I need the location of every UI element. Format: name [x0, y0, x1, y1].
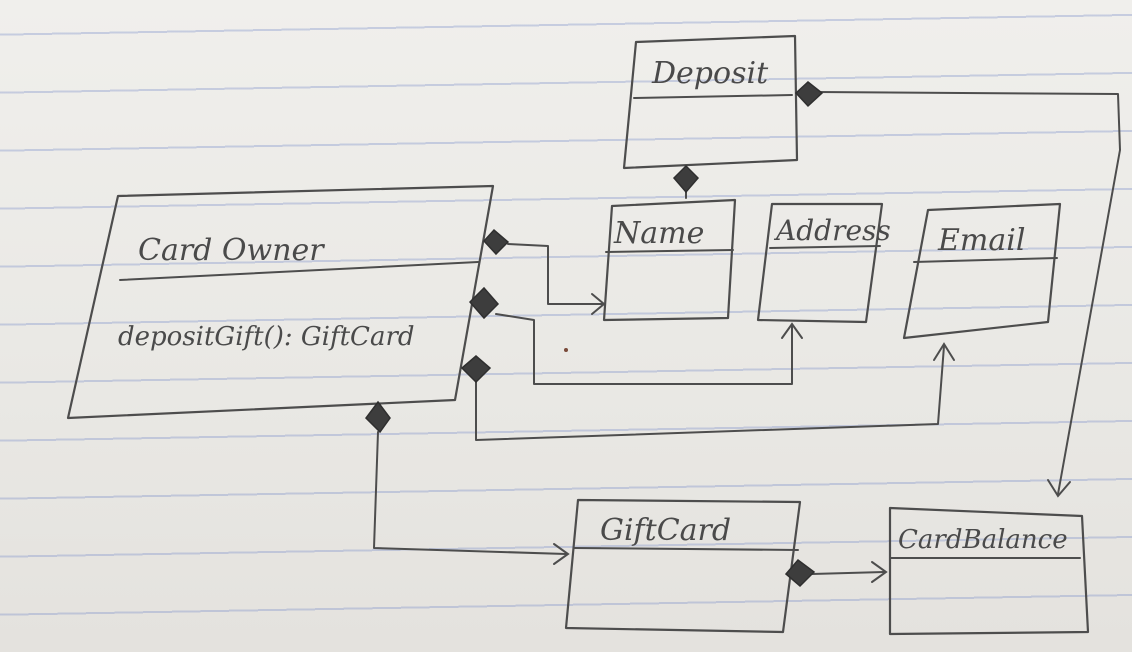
class-card-balance-box: [888, 506, 1090, 636]
connector-gift-card-card-balance: [811, 571, 885, 575]
connector-card-owner-address: [495, 313, 793, 385]
class-deposit: Deposit: [622, 34, 799, 170]
composition-diamond-card-owner-gift-card: [365, 400, 391, 434]
class-deposit-box: [622, 34, 799, 170]
class-gift-card-divider: [573, 547, 799, 551]
class-address: Address: [756, 202, 891, 324]
composition-diamond-deposit-name: [672, 164, 700, 194]
class-card-balance-name: CardBalance: [898, 525, 1068, 555]
arrowhead-name: [591, 293, 606, 315]
class-name-name: Name: [613, 216, 704, 251]
class-name-divider: [605, 249, 734, 253]
class-gift-card: GiftCard: [564, 498, 802, 634]
connector-deposit-card-balance: [815, 91, 1121, 495]
arrowhead-card-balance-top: [1047, 479, 1071, 498]
composition-diamond-gift-card-card-balance: [784, 558, 816, 588]
class-card-balance: CardBalance: [888, 506, 1090, 636]
class-card-owner-box: [66, 184, 495, 420]
class-email-divider: [913, 257, 1058, 263]
composition-diamond-card-owner-email: [460, 355, 492, 384]
composition-diamond-deposit-card-balance: [794, 81, 824, 108]
pencil-dot: [564, 348, 568, 352]
class-card-owner-divider: [119, 261, 479, 281]
composition-diamond-card-owner-address: [468, 286, 500, 320]
class-name: Name: [602, 198, 737, 322]
arrowhead-gift-card: [553, 543, 570, 565]
arrowhead-card-balance: [871, 561, 888, 583]
class-email: Email: [902, 202, 1062, 340]
class-card-owner: Card Owner depositGift(): GiftCard: [66, 184, 495, 420]
arrowhead-address: [781, 322, 803, 339]
class-deposit-divider: [633, 94, 793, 99]
composition-diamond-card-owner-name: [482, 228, 510, 256]
class-name-box: [602, 198, 737, 322]
class-email-name: Email: [937, 223, 1025, 258]
class-address-divider: [769, 245, 881, 249]
arrowhead-email: [933, 342, 955, 361]
class-card-owner-method: depositGift(): GiftCard: [118, 322, 415, 352]
class-card-owner-name: Card Owner: [138, 233, 325, 268]
class-gift-card-name: GiftCard: [600, 513, 731, 548]
connector-card-owner-email: [475, 345, 945, 441]
class-address-box: [756, 202, 884, 324]
class-deposit-name: Deposit: [651, 56, 769, 91]
connector-card-owner-gift-card: [373, 431, 567, 555]
class-email-box: [902, 202, 1062, 340]
connector-card-owner-name: [507, 243, 605, 305]
class-address-name: Address: [773, 214, 891, 247]
class-gift-card-box: [564, 498, 802, 634]
